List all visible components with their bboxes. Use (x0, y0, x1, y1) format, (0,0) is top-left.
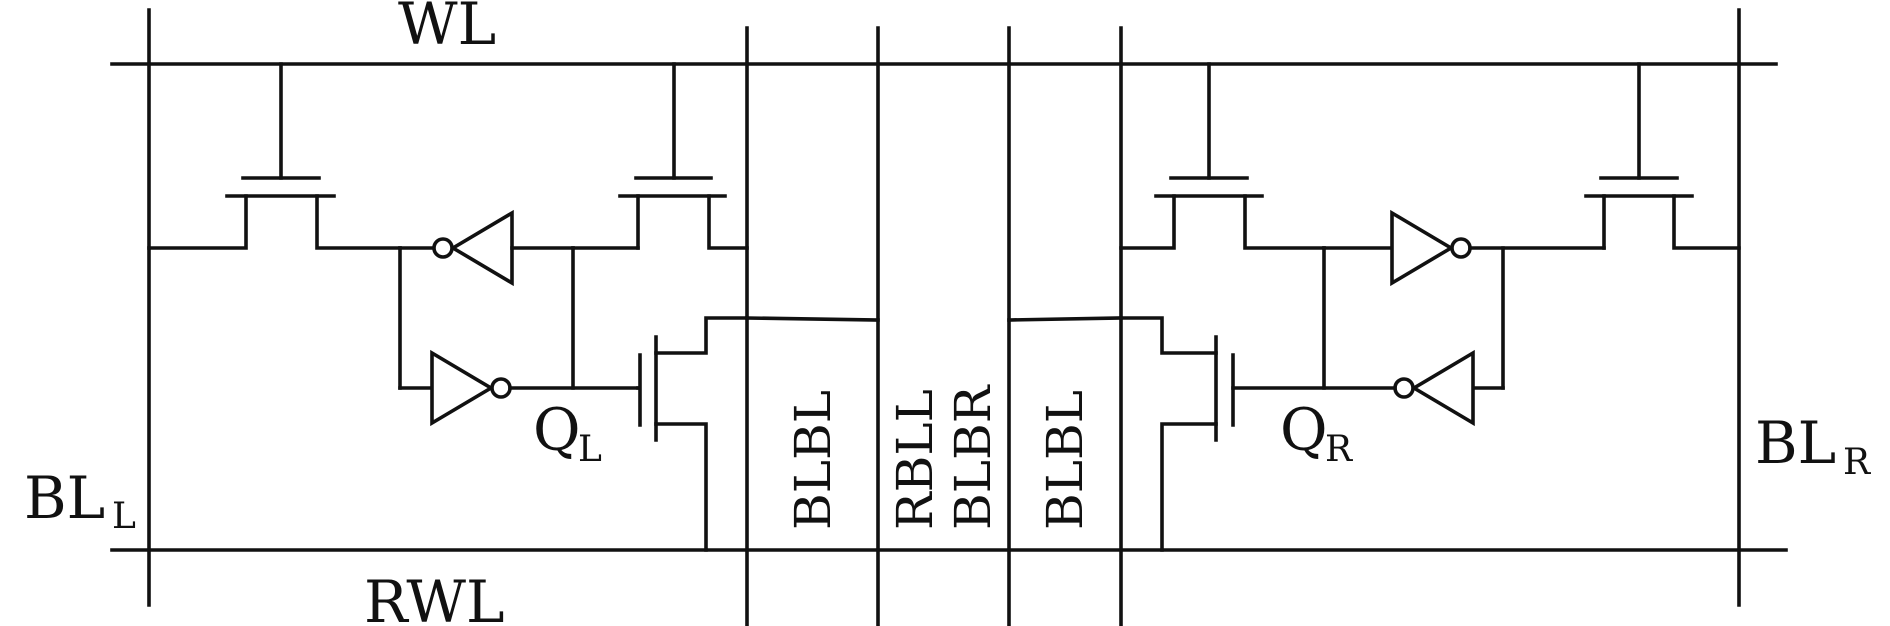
svg-text:Q: Q (1280, 396, 1328, 464)
right-access-transistor-1 (1119, 62, 1326, 250)
svg-text:BL: BL (1755, 409, 1836, 477)
node-right-label: Q R (1280, 396, 1353, 470)
left-access-transistor-1 (147, 62, 402, 250)
svg-text:R: R (1843, 442, 1871, 483)
svg-text:L: L (112, 496, 136, 537)
svg-text:Q: Q (533, 396, 581, 464)
vertical-label-blbr: BLBR (944, 384, 1002, 530)
vertical-label-rbll: RBLL (886, 389, 944, 530)
left-inverter-bottom (398, 349, 640, 427)
svg-text:BL: BL (24, 464, 105, 532)
right-read-transistor (1007, 316, 1235, 552)
bitline-left-label: BL L (24, 464, 136, 537)
right-cell (1007, 62, 1741, 552)
left-inverter-top (398, 209, 575, 287)
wordline-label: WL (398, 0, 496, 58)
right-inverter-bottom (1231, 349, 1505, 427)
vertical-label-blbl-right: BLBL (1036, 390, 1094, 530)
left-read-transistor (636, 316, 880, 552)
vertical-label-blbl-left: BLBL (784, 390, 842, 530)
read-wordline-label: RWL (364, 568, 505, 626)
bitline-right-label: BL R (1755, 409, 1871, 483)
right-inverter-top (1322, 209, 1606, 287)
right-access-transistor-2 (1584, 62, 1741, 250)
left-cell (147, 62, 880, 552)
left-access-transistor-2 (571, 62, 749, 250)
svg-text:R: R (1325, 429, 1353, 470)
node-left-label: Q L (533, 396, 602, 470)
svg-text:L: L (578, 429, 602, 470)
